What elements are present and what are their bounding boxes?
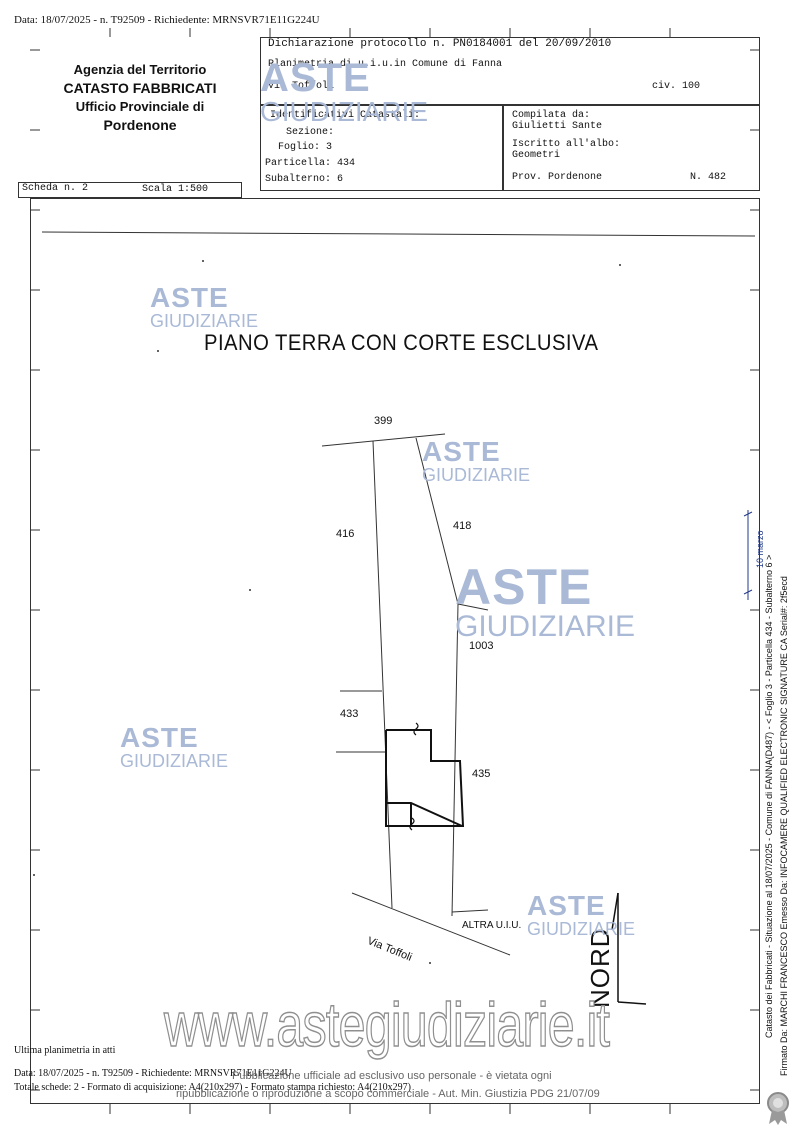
parcel-418: 418 bbox=[453, 520, 472, 532]
footer-publication-2: ripubblicazione o riproduzione a scopo c… bbox=[176, 1088, 600, 1100]
identifiers-box bbox=[260, 105, 503, 191]
parcel-435: 435 bbox=[472, 768, 491, 780]
watermark: ASTE GIUDIZIARIE bbox=[422, 436, 531, 485]
agency-office: Ufficio Provinciale di bbox=[75, 99, 205, 114]
watermark-giudiziarie: GIUDIZIARIE bbox=[527, 919, 636, 939]
watermark-aste: ASTE bbox=[120, 722, 199, 753]
identifiers-sezione: Sezione: bbox=[286, 127, 335, 138]
footer-ultima: Ultima planimetria in atti bbox=[14, 1045, 116, 1056]
identifiers-heading: Identificativi Catastali: bbox=[270, 110, 421, 121]
footer-totale: Totale schede: 2 - Formato di acquisizio… bbox=[14, 1082, 411, 1093]
albo-label: Iscritto all'albo: bbox=[512, 139, 621, 150]
side-catasto-text: Catasto dei Fabbricati - Situazione al 1… bbox=[764, 554, 774, 1038]
top-header: Data: 18/07/2025 - n. T92509 - Richieden… bbox=[14, 14, 320, 26]
scala: Scala 1:500 bbox=[142, 184, 209, 195]
plan-title: PIANO TERRA CON CORTE ESCLUSIVA bbox=[204, 330, 599, 355]
parcel-1003: 1003 bbox=[469, 640, 494, 652]
watermark-aste: ASTE bbox=[260, 56, 371, 100]
watermark-giudiziarie: GIUDIZIARIE bbox=[150, 311, 259, 331]
watermark-aste: ASTE bbox=[527, 890, 606, 921]
altra-uiu-label: ALTRA U.I.U. bbox=[462, 920, 522, 931]
parcel-433: 433 bbox=[340, 708, 359, 720]
scheda-box bbox=[18, 182, 242, 198]
compiled-name: Giulietti Sante bbox=[512, 121, 603, 132]
watermark-aste: ASTE bbox=[422, 436, 501, 467]
declaration-street: Via Toffoli bbox=[268, 81, 335, 92]
identifiers-foglio: Foglio: 3 bbox=[278, 142, 333, 153]
side-signature-text: Firmato Da: MARCHI FRANCESCO Emesso Da: … bbox=[779, 576, 789, 1076]
watermark-giudiziarie: GIUDIZIARIE bbox=[422, 465, 531, 485]
compiled-label: Compilata da: bbox=[512, 110, 591, 121]
compiled-province: Prov. Pordenone bbox=[512, 172, 603, 183]
watermark-aste: ASTE bbox=[150, 282, 229, 313]
watermark-aste: ASTE bbox=[455, 559, 593, 615]
identifiers-particella: Particella: 434 bbox=[265, 158, 356, 169]
declaration-box bbox=[260, 37, 760, 105]
watermark: ASTE GIUDIZIARIE bbox=[120, 722, 229, 771]
footer-publication-1: Pubblicazione ufficiale ad esclusivo uso… bbox=[232, 1070, 552, 1082]
scheda-number: Scheda n. 2 bbox=[22, 183, 89, 194]
compiled-box bbox=[503, 105, 760, 191]
declaration-civic: civ. 100 bbox=[652, 81, 701, 92]
watermark: ASTE GIUDIZIARIE bbox=[527, 890, 636, 939]
watermark-giudiziarie: GIUDIZIARIE bbox=[455, 610, 636, 643]
identifiers-subalterno: Subalterno: 6 bbox=[265, 174, 344, 185]
parcel-416: 416 bbox=[336, 528, 355, 540]
footer-data: Data: 18/07/2025 - n. T92509 - Richieden… bbox=[14, 1068, 292, 1079]
declaration-protocol: Dichiarazione protocollo n. PN0184001 de… bbox=[268, 38, 612, 50]
albo-value: Geometri bbox=[512, 150, 561, 161]
agency-catasto: CATASTO FABBRICATI bbox=[63, 80, 217, 96]
agency-block: Agenzia del Territorio CATASTO FABBRICAT… bbox=[30, 62, 250, 133]
compiled-number: N. 482 bbox=[690, 172, 727, 183]
watermark: ASTE GIUDIZIARIE bbox=[150, 282, 259, 331]
award-seal-icon bbox=[767, 1092, 789, 1125]
website-watermark: www.astegiudiziarie.it bbox=[163, 990, 610, 1061]
watermark-giudiziarie: GIUDIZIARIE bbox=[260, 96, 429, 127]
declaration-planimetry: Planimetria di u.i.u.in Comune di Fanna bbox=[268, 59, 503, 70]
agency-name: Agenzia del Territorio bbox=[73, 62, 207, 77]
watermark: ASTE GIUDIZIARIE bbox=[455, 562, 635, 642]
agency-province: Pordenone bbox=[103, 117, 177, 133]
drawing-frame bbox=[30, 198, 760, 1104]
watermark-giudiziarie: GIUDIZIARIE bbox=[120, 751, 229, 771]
parcel-399: 399 bbox=[374, 415, 393, 427]
watermark: ASTE GIUDIZIARIE bbox=[260, 58, 428, 126]
